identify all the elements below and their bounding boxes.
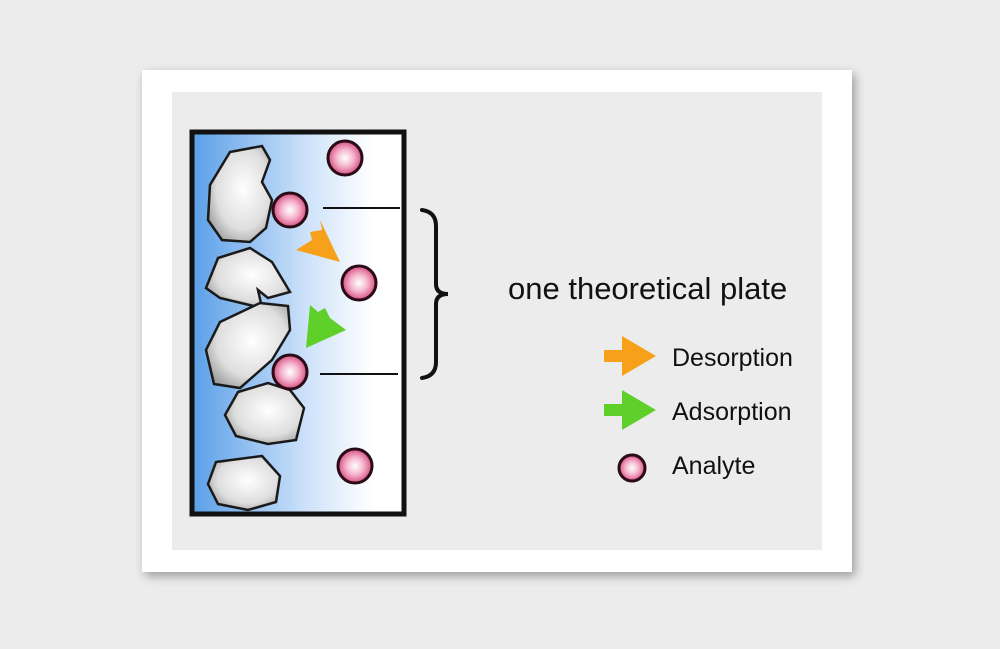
- particle: [223, 381, 306, 446]
- legend-label-desorption: Desorption: [672, 344, 793, 372]
- particle: [204, 301, 292, 390]
- legend: Desorption Adsorption Analyte: [604, 336, 793, 483]
- adsorption-arrow-icon: [306, 305, 346, 348]
- analyte: [336, 447, 374, 485]
- legend-label-analyte: Analyte: [672, 452, 755, 480]
- analyte: [340, 264, 378, 302]
- green-arrow-icon: [604, 390, 656, 430]
- analyte: [271, 353, 309, 391]
- analyte-circle-icon: [617, 453, 647, 483]
- particle: [206, 144, 274, 244]
- particle: [204, 246, 292, 310]
- plate-label: one theoretical plate: [508, 271, 787, 306]
- stationary-particles: [204, 144, 306, 512]
- analyte: [326, 139, 364, 177]
- brace-icon: [420, 208, 449, 380]
- particle: [206, 454, 282, 512]
- legend-label-adsorption: Adsorption: [672, 398, 792, 426]
- analyte: [271, 191, 309, 229]
- desorption-arrow-icon: [296, 220, 340, 262]
- analytes: [271, 139, 378, 485]
- orange-arrow-icon: [604, 336, 656, 376]
- column: [189, 129, 407, 517]
